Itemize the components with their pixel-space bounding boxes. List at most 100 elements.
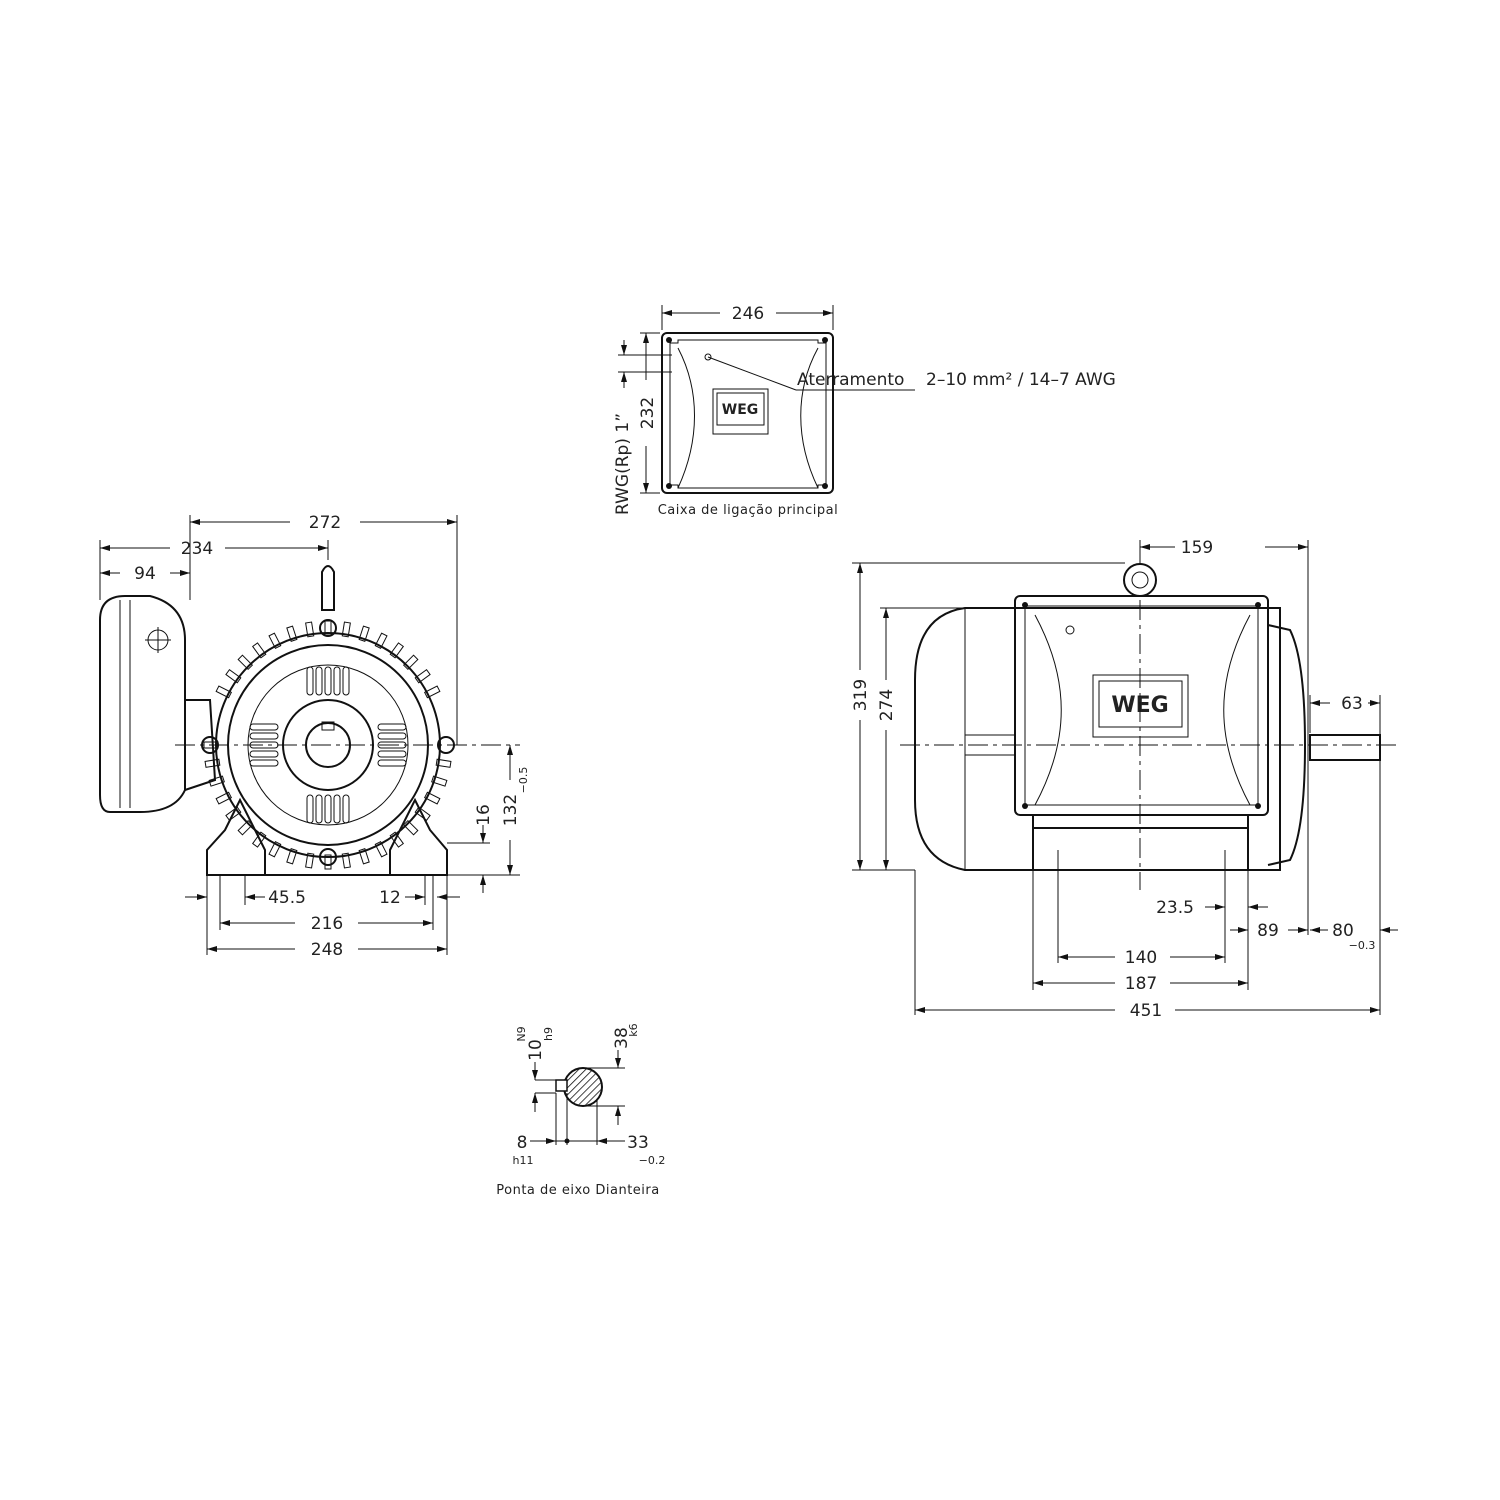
dim-232: 232 (638, 397, 658, 429)
endshield-spokes (249, 666, 407, 824)
shaft-diameter-tol: k6 (627, 1023, 640, 1036)
endshield-rib (324, 666, 332, 696)
shaft-depth-tol: −0.2 (639, 1154, 666, 1167)
grounding-icon (1065, 625, 1075, 635)
endshield-rib (377, 759, 407, 767)
endshield-rib (342, 794, 350, 824)
cooling-fin (402, 654, 419, 671)
dim-63: 63 (1341, 694, 1363, 714)
weg-logo: WEG (712, 388, 769, 435)
dim-319: 319 (851, 679, 871, 711)
dim-80-tolerance: −0.3 (1349, 939, 1376, 952)
cooling-fin (414, 806, 431, 822)
shaft-diameter: 38 (612, 1027, 632, 1049)
cooling-fin (286, 625, 298, 642)
endshield-rib (306, 794, 314, 824)
bolt-icon (319, 619, 337, 637)
cooling-fin (251, 642, 267, 659)
dim-140: 140 (1125, 948, 1157, 968)
endshield-rib (306, 666, 314, 696)
terminal-box-curve (677, 347, 695, 489)
endshield-rib (249, 732, 279, 740)
shaft-end-detail: 10 N9 h9 38 k6 8 h11 33 −0.2 Ponta de ei… (496, 1023, 665, 1198)
cooling-fin (423, 685, 441, 699)
cooling-fin (305, 852, 315, 869)
terminal-box-outline (661, 332, 834, 494)
grounding-spec: 2–10 mm² / 14–7 AWG (926, 370, 1116, 390)
dim-187: 187 (1125, 974, 1157, 994)
dim-89: 89 (1257, 921, 1279, 941)
dim-132-tolerance: −0.5 (517, 767, 530, 794)
cooling-fin (374, 840, 388, 858)
cooling-fin (286, 848, 298, 865)
thread-label: RWG(Rp) 1” (613, 413, 633, 515)
dim-12: 12 (379, 888, 401, 908)
front-endshield (1267, 624, 1307, 866)
dim-451: 451 (1130, 1001, 1162, 1021)
key-width-tol-upper: N9 (515, 1026, 528, 1041)
cooling-fin (215, 685, 233, 699)
cooling-fin (414, 668, 431, 684)
cooling-fin (341, 852, 351, 869)
key-width-tol-lower: h9 (542, 1027, 555, 1041)
dim-80: 80 (1332, 921, 1354, 941)
side-view: WEG 159 319 274 63 23.5 89 (851, 538, 1400, 1021)
svg-text:WEG: WEG (722, 402, 759, 418)
endshield-rib (249, 759, 279, 767)
endshield-rib (333, 794, 341, 824)
grounding-icon (704, 353, 712, 361)
cooling-fin (208, 775, 225, 787)
dim-272: 272 (309, 513, 341, 533)
endshield-rib (377, 723, 407, 731)
terminal-box-curve (800, 347, 819, 489)
shaft-section (563, 1067, 603, 1107)
cooling-fin (237, 819, 254, 836)
grounding-label: Aterramento (797, 370, 904, 390)
cooling-fin (402, 819, 419, 836)
cooling-fin (431, 775, 448, 787)
endshield-rib (315, 794, 323, 824)
cooling-fin (358, 848, 370, 865)
key-height-tol: h11 (513, 1154, 534, 1167)
foot-left (206, 797, 266, 876)
key-height: 8 (517, 1133, 528, 1153)
endshield-rib (342, 666, 350, 696)
shaft-detail-caption: Ponta de eixo Dianteira (496, 1183, 659, 1198)
dim-45-5: 45.5 (268, 888, 306, 908)
endshield-rib (377, 732, 407, 740)
cooling-fin (324, 854, 332, 870)
cooling-fin (389, 642, 405, 659)
cooling-fin (204, 758, 221, 768)
cooling-fin (268, 840, 282, 858)
lifting-eye (321, 565, 335, 611)
lifting-eye (1123, 563, 1157, 597)
side-feet (1032, 815, 1249, 870)
terminal-box-detail: WEG Aterramento 2–10 mm² / 14–7 AWG 246 … (613, 304, 1116, 518)
cooling-fin (435, 758, 452, 768)
cooling-fin (358, 625, 370, 642)
endshield-rib (333, 666, 341, 696)
front-terminal-box (99, 595, 186, 813)
dim-216: 216 (311, 914, 343, 934)
cooling-fin (423, 791, 441, 805)
cooling-fin (305, 621, 315, 638)
dim-94: 94 (134, 564, 156, 584)
dim-248: 248 (311, 940, 343, 960)
dim-16: 16 (474, 804, 494, 826)
bolt-icon (319, 848, 337, 866)
cooling-fin (225, 806, 242, 822)
key-width: 10 (526, 1039, 546, 1061)
cooling-fins (203, 620, 452, 870)
cooling-fin (215, 791, 233, 805)
dim-132: 132 (501, 794, 521, 826)
dim-23-5: 23.5 (1156, 898, 1194, 918)
endshield-rib (315, 666, 323, 696)
dim-246: 246 (732, 304, 764, 324)
endshield-rib (249, 750, 279, 758)
endshield-rib (249, 723, 279, 731)
dim-234: 234 (181, 539, 213, 559)
endshield-rib (324, 794, 332, 824)
cooling-fin (225, 668, 242, 684)
key-slot (555, 1079, 568, 1092)
